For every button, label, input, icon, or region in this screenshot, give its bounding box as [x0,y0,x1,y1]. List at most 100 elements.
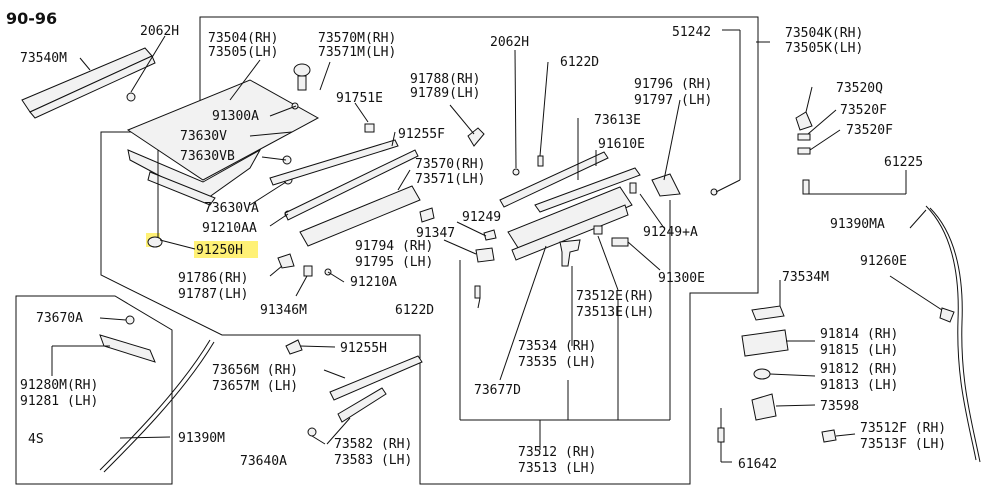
part-91347 [419,207,435,223]
clip-73640A [307,427,317,437]
clip-2062H-mid [512,168,520,176]
label-73640A[interactable]: 73640A [240,454,287,469]
label-91610E[interactable]: 91610E [598,137,645,152]
label-51242[interactable]: 51242 [672,25,711,40]
label-73520F-a[interactable]: 73520F [840,103,887,118]
label-91787-lh[interactable]: 91787(LH) [178,287,248,302]
part-6122D-bottom [474,285,481,299]
label-91255F[interactable]: 91255F [398,127,445,142]
label-2062H-mid[interactable]: 2062H [490,35,529,50]
label-73504-rh[interactable]: 73504(RH) [208,31,278,46]
label-73534M[interactable]: 73534M [782,270,829,285]
weatherstrip-73570 [299,185,421,247]
label-91255H[interactable]: 91255H [340,341,387,356]
label-91815-lh[interactable]: 91815 (LH) [820,343,898,358]
label-73570M-rh[interactable]: 73570M(RH) [318,31,396,46]
label-73535-lh[interactable]: 73535 (LH) [518,355,596,370]
roof-trim-73540M [21,47,156,119]
guide-73534 [559,239,581,267]
label-6122D-top[interactable]: 6122D [560,55,599,70]
label-73513E-lh[interactable]: 73513E(LH) [576,305,654,320]
label-73540M[interactable]: 73540M [20,51,67,66]
part-labels: 2062H 73540M 73504(RH) 73505(LH) 73570M(… [20,24,946,476]
label-91300E[interactable]: 91300E [658,271,705,286]
label-91249A[interactable]: 91249+A [643,225,698,240]
label-2062H-top[interactable]: 2062H [140,24,179,39]
label-91390MA[interactable]: 91390MA [830,217,885,232]
part-91346M [303,265,313,277]
part-91788 [467,127,485,147]
label-73630V[interactable]: 73630V [180,129,227,144]
part-73520Q [795,111,813,131]
label-91786-rh[interactable]: 91786(RH) [178,271,248,286]
label-91300A[interactable]: 91300A [212,109,259,124]
trim-73656M [329,355,423,401]
4s-variant-frame [15,295,173,485]
label-73583-lh[interactable]: 73583 (LH) [334,453,412,468]
label-91260E[interactable]: 91260E [860,254,907,269]
label-91210AA[interactable]: 91210AA [202,221,257,236]
label-91797-lh[interactable]: 91797 (LH) [634,93,712,108]
bracket-91751E [364,123,375,133]
label-91249[interactable]: 91249 [462,210,501,225]
label-91250H[interactable]: 91250H [196,243,243,258]
label-91390M[interactable]: 91390M [178,431,225,446]
label-73520F-b[interactable]: 73520F [846,123,893,138]
part-91280M [99,334,156,363]
label-73598[interactable]: 73598 [820,399,859,414]
part-73512F [821,429,837,443]
hinge-91814 [741,329,789,357]
label-91788-rh[interactable]: 91788(RH) [410,72,480,87]
label-91813-lh[interactable]: 91813 (LH) [820,378,898,393]
label-91346M[interactable]: 91346M [260,303,307,318]
label-91347[interactable]: 91347 [416,226,455,241]
label-73571-lh[interactable]: 73571(LH) [415,172,485,187]
label-73656M-rh[interactable]: 73656M (RH) [212,363,298,378]
label-73571M-lh[interactable]: 73571M(LH) [318,45,396,60]
label-73582-rh[interactable]: 73582 (RH) [334,437,412,452]
label-73630VB[interactable]: 73630VB [180,149,235,164]
part-91249A [629,182,637,194]
label-91789-lh[interactable]: 91789(LH) [410,86,480,101]
label-61225[interactable]: 61225 [884,155,923,170]
label-73630VA[interactable]: 73630VA [204,201,259,216]
label-61642[interactable]: 61642 [738,457,777,472]
label-73657M-lh[interactable]: 73657M (LH) [212,379,298,394]
label-91794-rh[interactable]: 91794 (RH) [355,239,433,254]
label-73512F-rh[interactable]: 73512F (RH) [860,421,946,436]
bolt-73512E [593,225,603,235]
label-73505-lh[interactable]: 73505(LH) [208,45,278,60]
label-91796-rh[interactable]: 91796 (RH) [634,77,712,92]
label-6122D-bottom[interactable]: 6122D [395,303,434,318]
label-73534-rh[interactable]: 73534 (RH) [518,339,596,354]
label-73670A[interactable]: 73670A [36,311,83,326]
clip-91255H [285,339,303,355]
leader-lines [51,29,943,463]
label-73505K-lh[interactable]: 73505K(LH) [785,41,863,56]
label-91814-rh[interactable]: 91814 (RH) [820,327,898,342]
label-91210A[interactable]: 91210A [350,275,397,290]
label-91280M-rh[interactable]: 91280M(RH) [20,378,98,393]
cable-91390M [99,339,211,471]
label-91795-lh[interactable]: 91795 (LH) [355,255,433,270]
part-91786 [277,253,295,269]
label-73677D[interactable]: 73677D [474,383,521,398]
label-73504K-rh[interactable]: 73504K(RH) [785,26,863,41]
label-91751E[interactable]: 91751E [336,91,383,106]
label-91812-rh[interactable]: 91812 (RH) [820,362,898,377]
label-73513F-lh[interactable]: 73513F (LH) [860,437,946,452]
clip-73670A [125,315,135,325]
label-73513-lh[interactable]: 73513 (LH) [518,461,596,476]
cable-91390M-inner [103,341,215,473]
part-73520F-a [797,133,811,141]
label-73520Q[interactable]: 73520Q [836,81,883,96]
label-73512E-rh[interactable]: 73512E(RH) [576,289,654,304]
rear-rail-73512E [507,186,633,261]
label-73570-rh[interactable]: 73570(RH) [415,157,485,172]
bracket-73598 [751,393,777,421]
label-73613E[interactable]: 73613E [594,113,641,128]
label-73512-rh[interactable]: 73512 (RH) [518,445,596,460]
label-91281-lh[interactable]: 91281 (LH) [20,394,98,409]
bolt-61225 [802,179,810,195]
